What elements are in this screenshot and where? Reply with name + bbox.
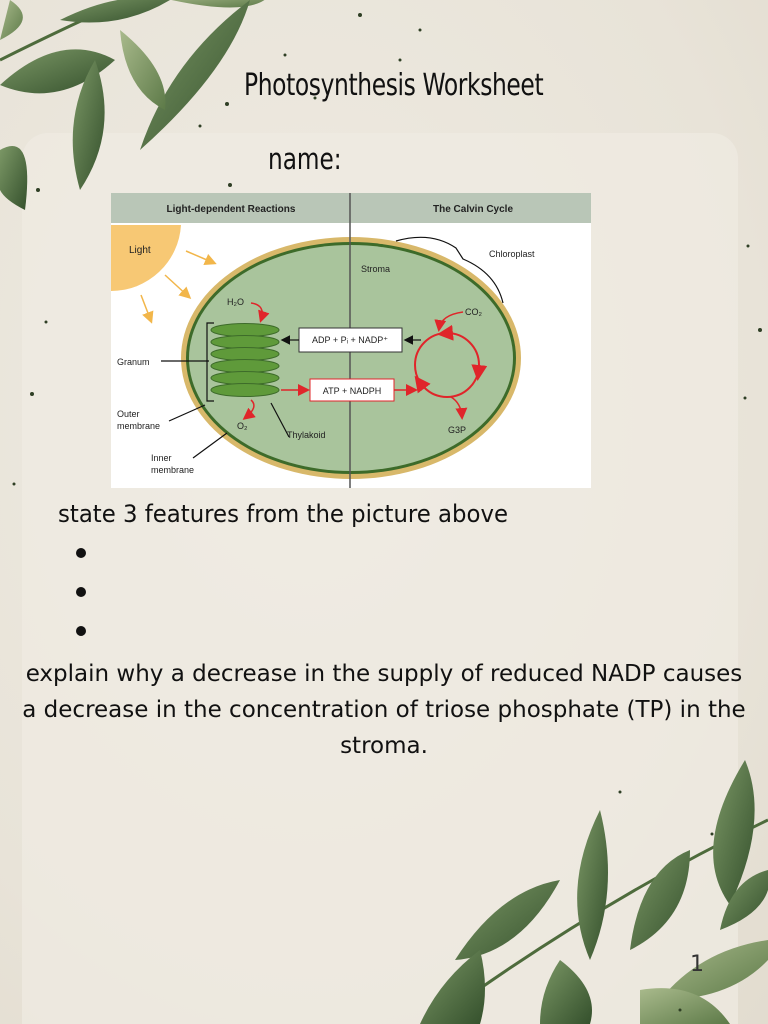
granum-label: Granum bbox=[117, 357, 150, 367]
bullet-dot bbox=[76, 548, 86, 558]
stroma-label: Stroma bbox=[361, 264, 390, 274]
chloroplast-label: Chloroplast bbox=[489, 249, 535, 259]
thylakoid-label: Thylakoid bbox=[287, 430, 326, 440]
bullet-dot bbox=[76, 587, 86, 597]
name-label: name: bbox=[268, 142, 342, 176]
features-prompt: state 3 features from the picture above bbox=[58, 500, 508, 528]
outer-membrane-label-1: Outer bbox=[117, 409, 140, 419]
worksheet-title: Photosynthesis Worksheet bbox=[244, 68, 544, 103]
atp-nadph-label: ATP + NADPH bbox=[323, 386, 381, 396]
granum-stack bbox=[210, 323, 280, 397]
inner-membrane-label-2: membrane bbox=[151, 465, 194, 475]
adp-nadp-label: ADP + Pᵢ + NADP⁺ bbox=[312, 335, 388, 345]
o2-label: O₂ bbox=[237, 421, 248, 431]
page-number: 1 bbox=[690, 952, 704, 977]
diagram-header-bar bbox=[111, 193, 591, 223]
light-label: Light bbox=[129, 245, 151, 256]
co2-label: CO₂ bbox=[465, 307, 483, 317]
header-calvin-cycle: The Calvin Cycle bbox=[433, 204, 513, 215]
header-light-dependent: Light-dependent Reactions bbox=[167, 204, 296, 215]
chloroplast-diagram: Light-dependent Reactions The Calvin Cyc… bbox=[111, 193, 591, 488]
outer-membrane-label-2: membrane bbox=[117, 421, 160, 431]
answer-bullet-list bbox=[74, 540, 94, 657]
stroma-region bbox=[189, 245, 513, 471]
answer-bullet-2[interactable] bbox=[74, 579, 94, 618]
answer-bullet-1[interactable] bbox=[74, 540, 94, 579]
h2o-label: H₂O bbox=[227, 297, 244, 307]
sun-shape bbox=[111, 225, 181, 292]
bullet-dot bbox=[76, 626, 86, 636]
answer-bullet-3[interactable] bbox=[74, 618, 94, 657]
inner-membrane-label-1: Inner bbox=[151, 453, 172, 463]
nadp-question: explain why a decrease in the supply of … bbox=[22, 661, 746, 759]
g3p-label: G3P bbox=[448, 425, 466, 435]
